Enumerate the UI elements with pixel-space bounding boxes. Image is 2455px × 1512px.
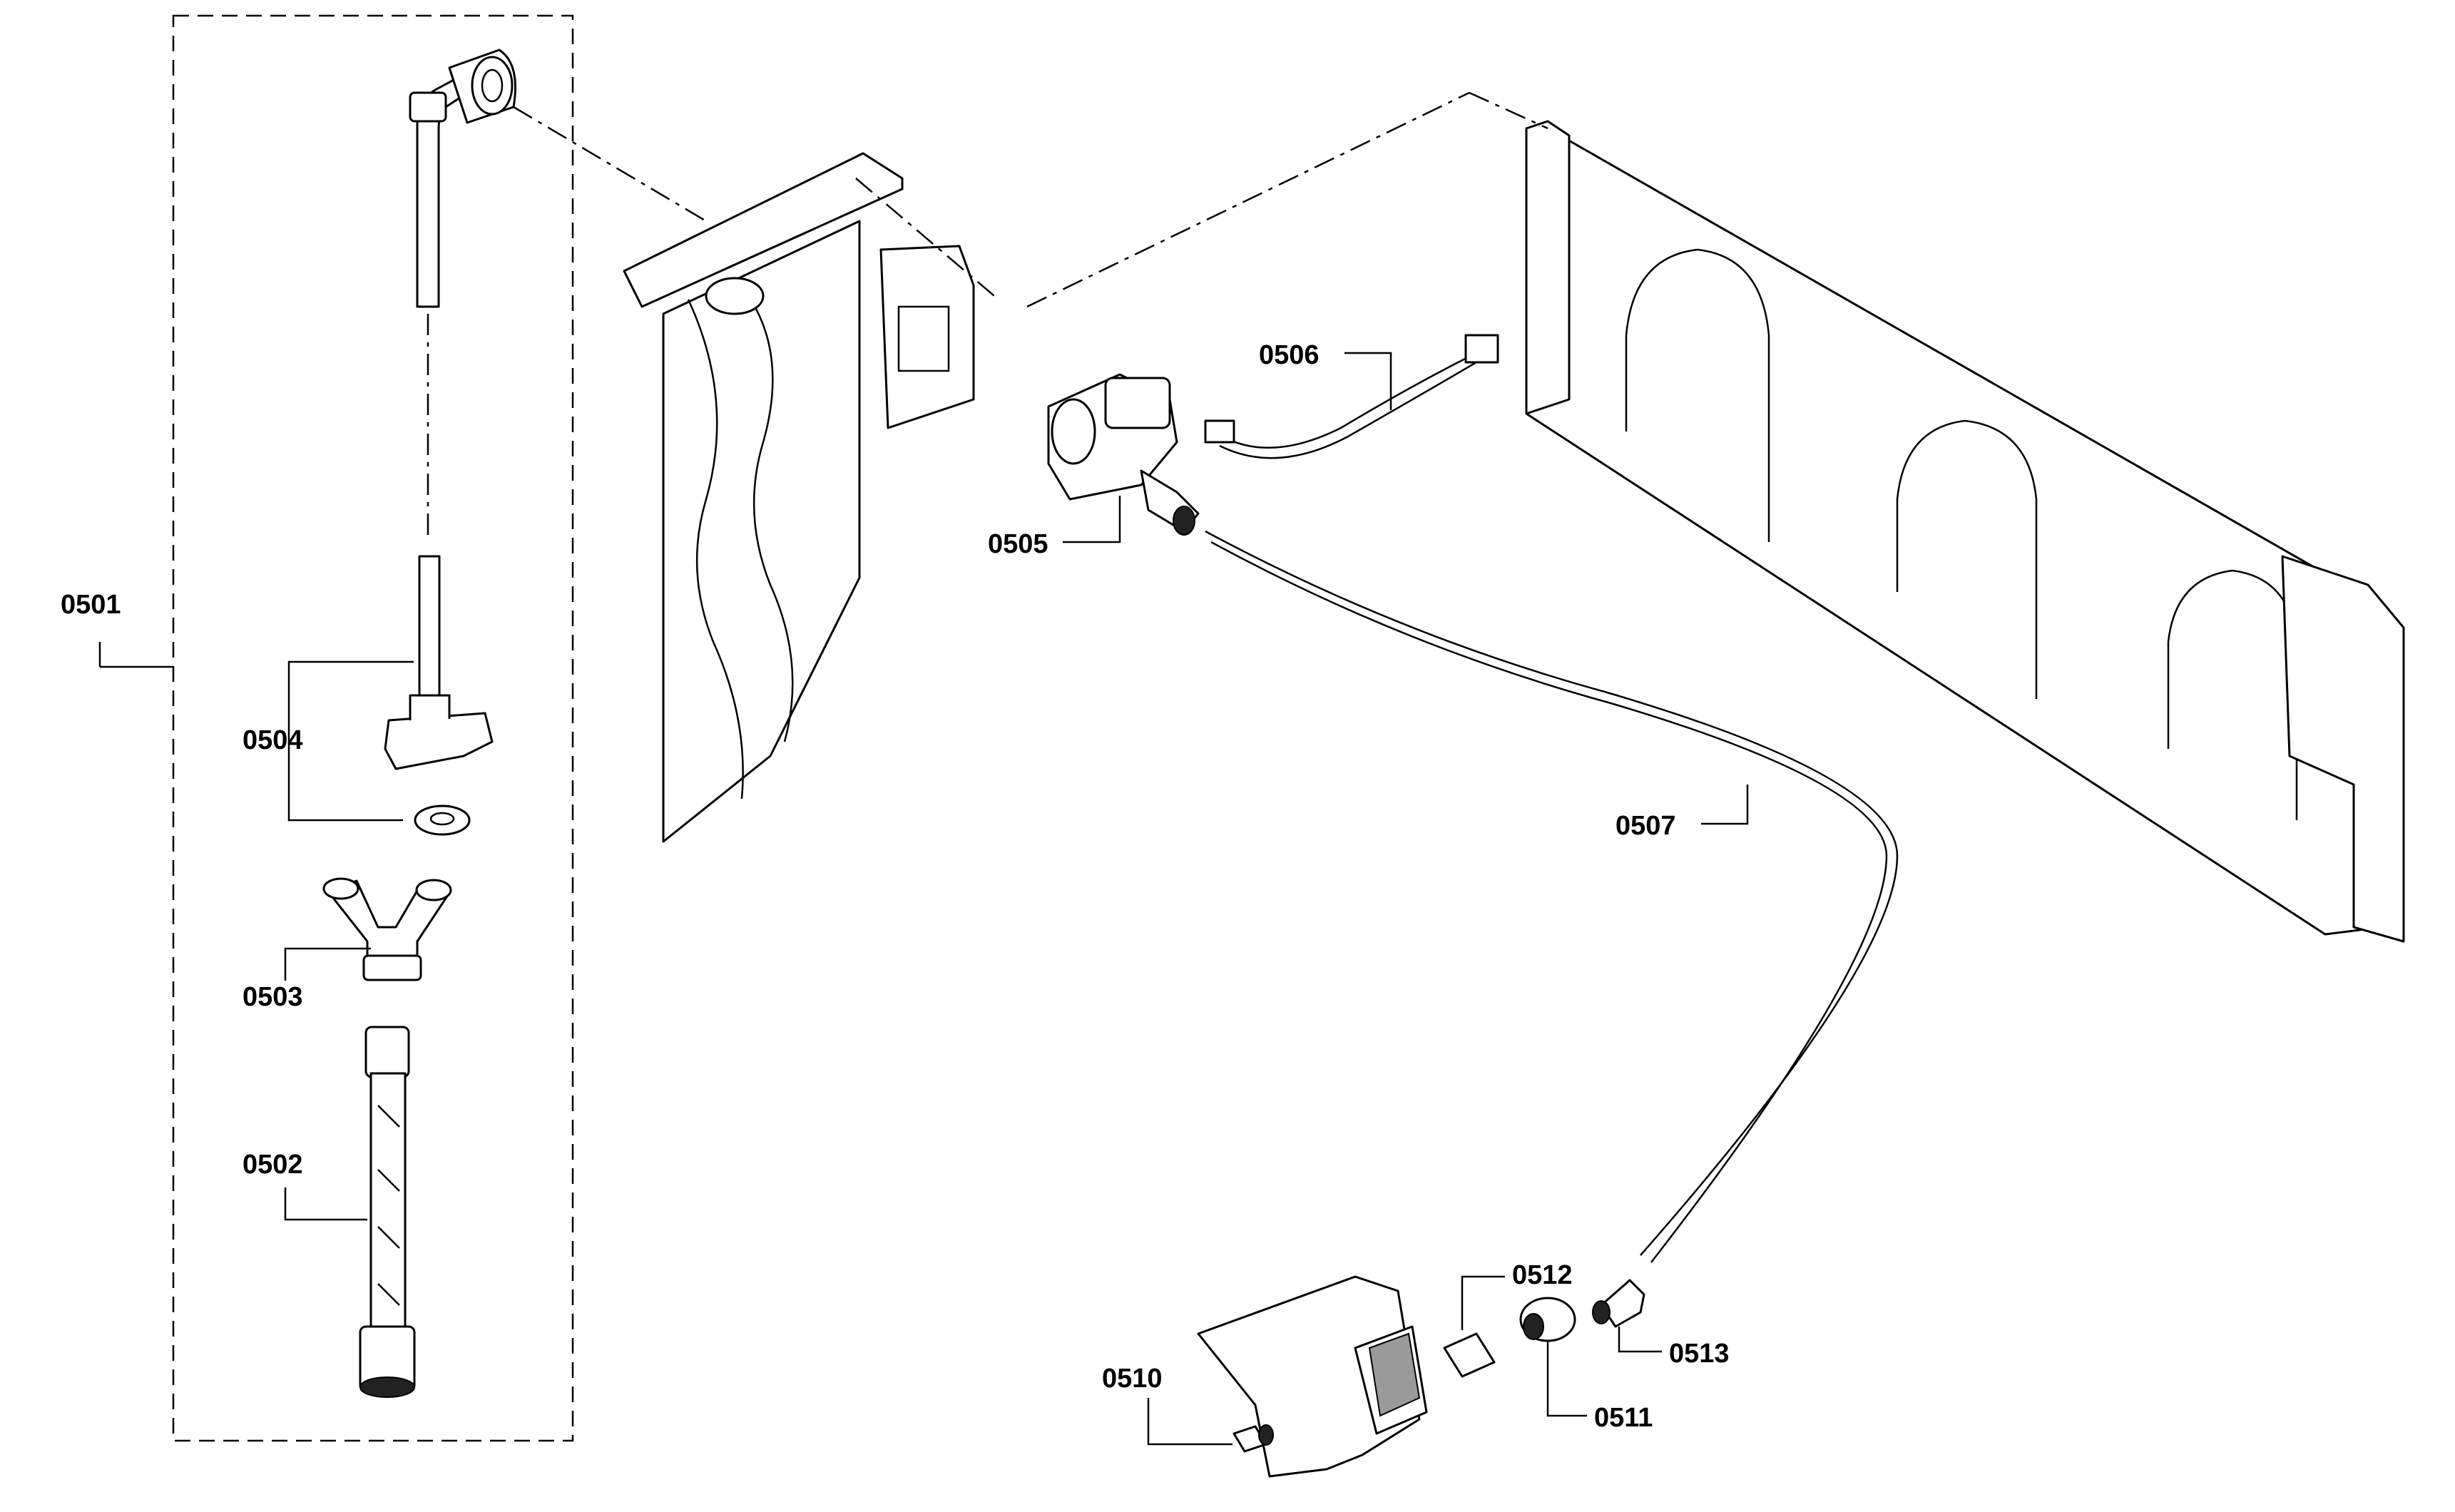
part-0510-fitting [1147, 1398, 1274, 1453]
part-0511-connector [1519, 1297, 1587, 1417]
part-0503-y-connector [284, 877, 452, 981]
kit-dashed-boundary [172, 14, 574, 1442]
left-side-panel [623, 152, 999, 843]
back-panel [1026, 91, 2405, 943]
leader-0512 [1461, 1275, 1505, 1330]
callout-0502: 0502 [243, 1150, 303, 1180]
leader-0510 [1147, 1398, 1232, 1446]
leader-0513 [1618, 1327, 1662, 1353]
part-0505-inlet-valve [1047, 373, 1200, 543]
callout-0512: 0512 [1512, 1260, 1573, 1290]
lower-fitting-assembly [1197, 1275, 1428, 1478]
callout-0507: 0507 [1616, 811, 1676, 841]
callout-0511: 0511 [1594, 1403, 1653, 1433]
leader-0502 [284, 1187, 367, 1221]
elbow-hose-part [409, 48, 516, 542]
callout-0506: 0506 [1259, 340, 1320, 370]
part-0507-hose [1205, 530, 1899, 1263]
leader-0504 [287, 660, 414, 822]
part-0513-elbow [1592, 1279, 1662, 1353]
callout-0504: 0504 [243, 725, 303, 755]
callout-0513: 0513 [1669, 1339, 1730, 1369]
part-0506-wire-harness [1204, 334, 1499, 459]
callout-0505: 0505 [988, 529, 1048, 559]
leader-0503 [284, 947, 371, 981]
part-0512-sleeve [1443, 1275, 1505, 1378]
callout-0503: 0503 [243, 982, 303, 1012]
leader-0505 [1063, 496, 1121, 543]
leader-0507 [1701, 785, 1749, 825]
callout-0510: 0510 [1102, 1364, 1163, 1394]
part-0502-braided-hose [284, 1026, 416, 1398]
leader-0511 [1546, 1341, 1587, 1417]
part-0504-hose-nut [287, 555, 494, 836]
kit-0501-group [98, 14, 574, 1442]
leader-0506 [1344, 352, 1392, 410]
callout-0501: 0501 [61, 590, 121, 620]
